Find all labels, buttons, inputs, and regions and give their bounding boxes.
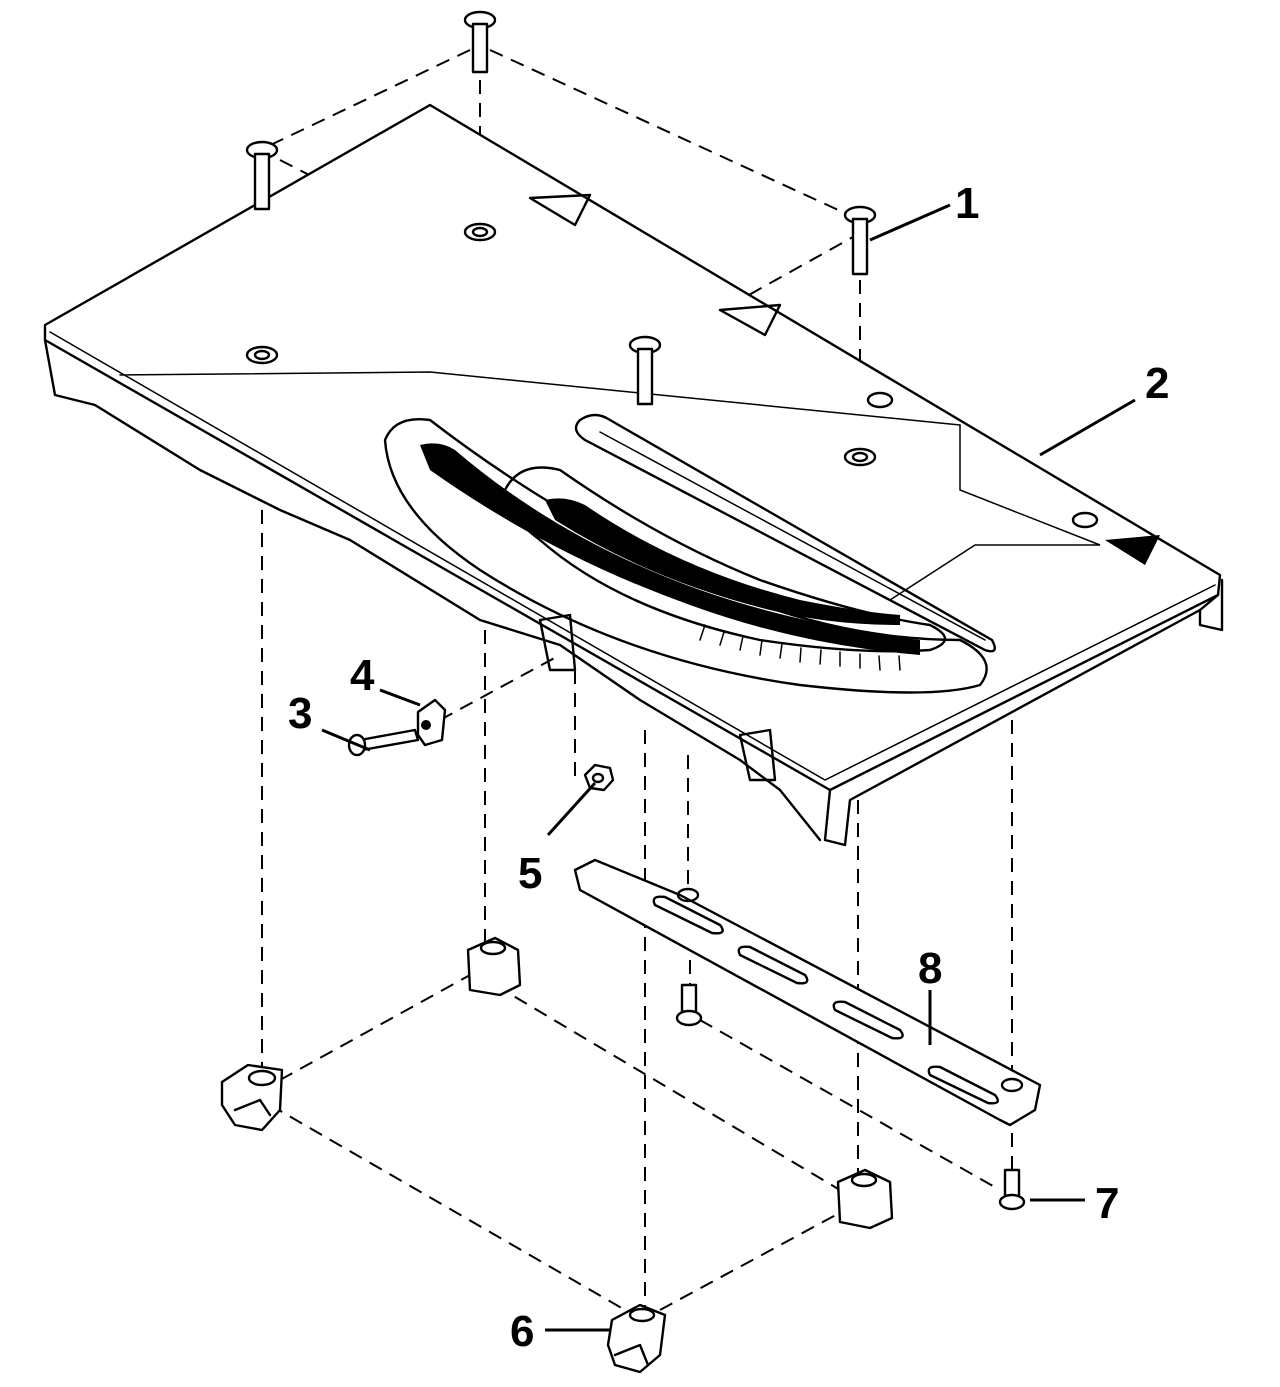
callout-5: 5 [518, 849, 542, 898]
table-feet [220, 936, 894, 1374]
table-top [43, 103, 1224, 847]
callout-3: 3 [288, 689, 312, 738]
foot-left [220, 1063, 284, 1132]
triangle-marker [718, 303, 782, 337]
callout-7: 7 [1095, 1179, 1119, 1228]
support-bolts [675, 983, 1026, 1211]
callout-4: 4 [350, 651, 375, 700]
screw-hole [245, 345, 279, 365]
triangle-marker [528, 193, 592, 227]
callout-2: 2 [1145, 359, 1169, 408]
triangle-marker [1105, 535, 1160, 565]
foot-rear [466, 936, 522, 997]
support-bar [573, 858, 1042, 1127]
table-screws [245, 10, 877, 406]
screw-hole [463, 222, 497, 242]
callout-8: 8 [918, 944, 942, 993]
leader-lines [321, 203, 1136, 1332]
screw-top-left-rear [463, 10, 497, 74]
callout-6: 6 [510, 1307, 534, 1356]
bevel-pointer-hardware [347, 698, 615, 792]
screw-right [843, 205, 877, 276]
screw-hole [1071, 511, 1099, 529]
screw-left [245, 140, 279, 211]
pointer-plate [416, 698, 447, 747]
pointer-screw [347, 728, 420, 757]
bolt-left [675, 983, 703, 1027]
bolt-right [998, 1168, 1026, 1211]
screw-hole [843, 447, 877, 467]
hex-nut [583, 763, 615, 792]
foot-right [836, 1168, 894, 1230]
foot-front [606, 1303, 667, 1374]
callout-labels: 1 2 3 4 5 6 7 8 [288, 179, 1169, 1356]
screw-front [628, 335, 662, 406]
degree-scale-ticks [699, 624, 901, 671]
screw-hole [866, 391, 894, 409]
callout-1: 1 [955, 179, 979, 228]
